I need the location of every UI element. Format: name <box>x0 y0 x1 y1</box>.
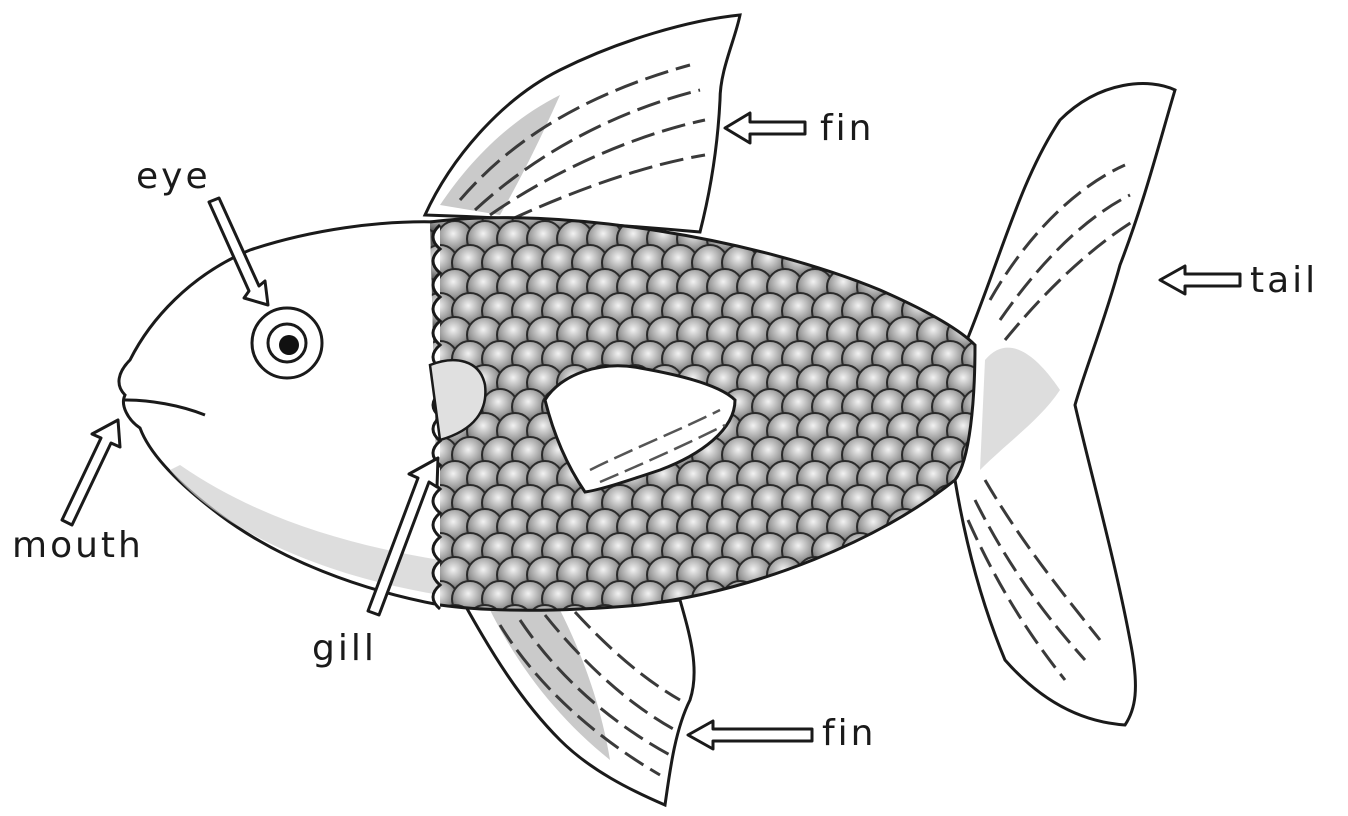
scale <box>902 245 938 281</box>
scale <box>887 605 923 641</box>
arrow-mouth <box>62 420 120 525</box>
scale <box>692 581 728 617</box>
arrow-fin-bottom <box>688 721 812 749</box>
scale <box>962 197 998 233</box>
scale <box>902 581 938 617</box>
scale <box>872 197 908 233</box>
scale <box>932 245 968 281</box>
scale <box>797 557 833 593</box>
scale <box>872 533 908 569</box>
scale <box>827 221 863 257</box>
scale <box>887 557 923 593</box>
label-gill: gill <box>312 628 377 669</box>
scale <box>947 221 983 257</box>
scales <box>422 197 1043 641</box>
scale <box>737 605 773 641</box>
scale <box>947 269 983 305</box>
scale <box>782 197 818 233</box>
scale <box>917 221 953 257</box>
arrow-fin-top <box>725 113 805 143</box>
arrow-tail <box>1160 266 1240 294</box>
label-fin-top: fin <box>820 108 875 149</box>
scale <box>842 245 878 281</box>
scale <box>917 509 953 545</box>
scale <box>797 221 833 257</box>
scale <box>752 581 788 617</box>
scale <box>722 581 758 617</box>
scale <box>932 197 968 233</box>
label-fin-bottom: fin <box>822 713 877 754</box>
scale <box>902 197 938 233</box>
scale <box>887 221 923 257</box>
scale <box>917 605 953 641</box>
scale <box>827 605 863 641</box>
scale <box>902 485 938 521</box>
scale <box>812 533 848 569</box>
scale <box>752 197 788 233</box>
scale <box>932 581 968 617</box>
scale <box>782 581 818 617</box>
scale <box>872 245 908 281</box>
scale <box>812 581 848 617</box>
scale <box>767 221 803 257</box>
scale <box>797 605 833 641</box>
label-tail: tail <box>1250 260 1318 301</box>
scale <box>842 197 878 233</box>
scale <box>917 557 953 593</box>
scale <box>842 581 878 617</box>
scale <box>812 197 848 233</box>
scale <box>857 557 893 593</box>
scale <box>947 605 983 641</box>
label-mouth: mouth <box>12 525 144 566</box>
scale <box>857 605 893 641</box>
scale <box>902 533 938 569</box>
scale <box>827 557 863 593</box>
scale <box>767 605 803 641</box>
scale <box>917 269 953 305</box>
scale <box>722 197 758 233</box>
scale <box>872 581 908 617</box>
label-eye: eye <box>136 156 211 197</box>
eye-graphic <box>252 308 322 378</box>
scale <box>932 533 968 569</box>
scale <box>857 221 893 257</box>
scale <box>707 605 743 641</box>
